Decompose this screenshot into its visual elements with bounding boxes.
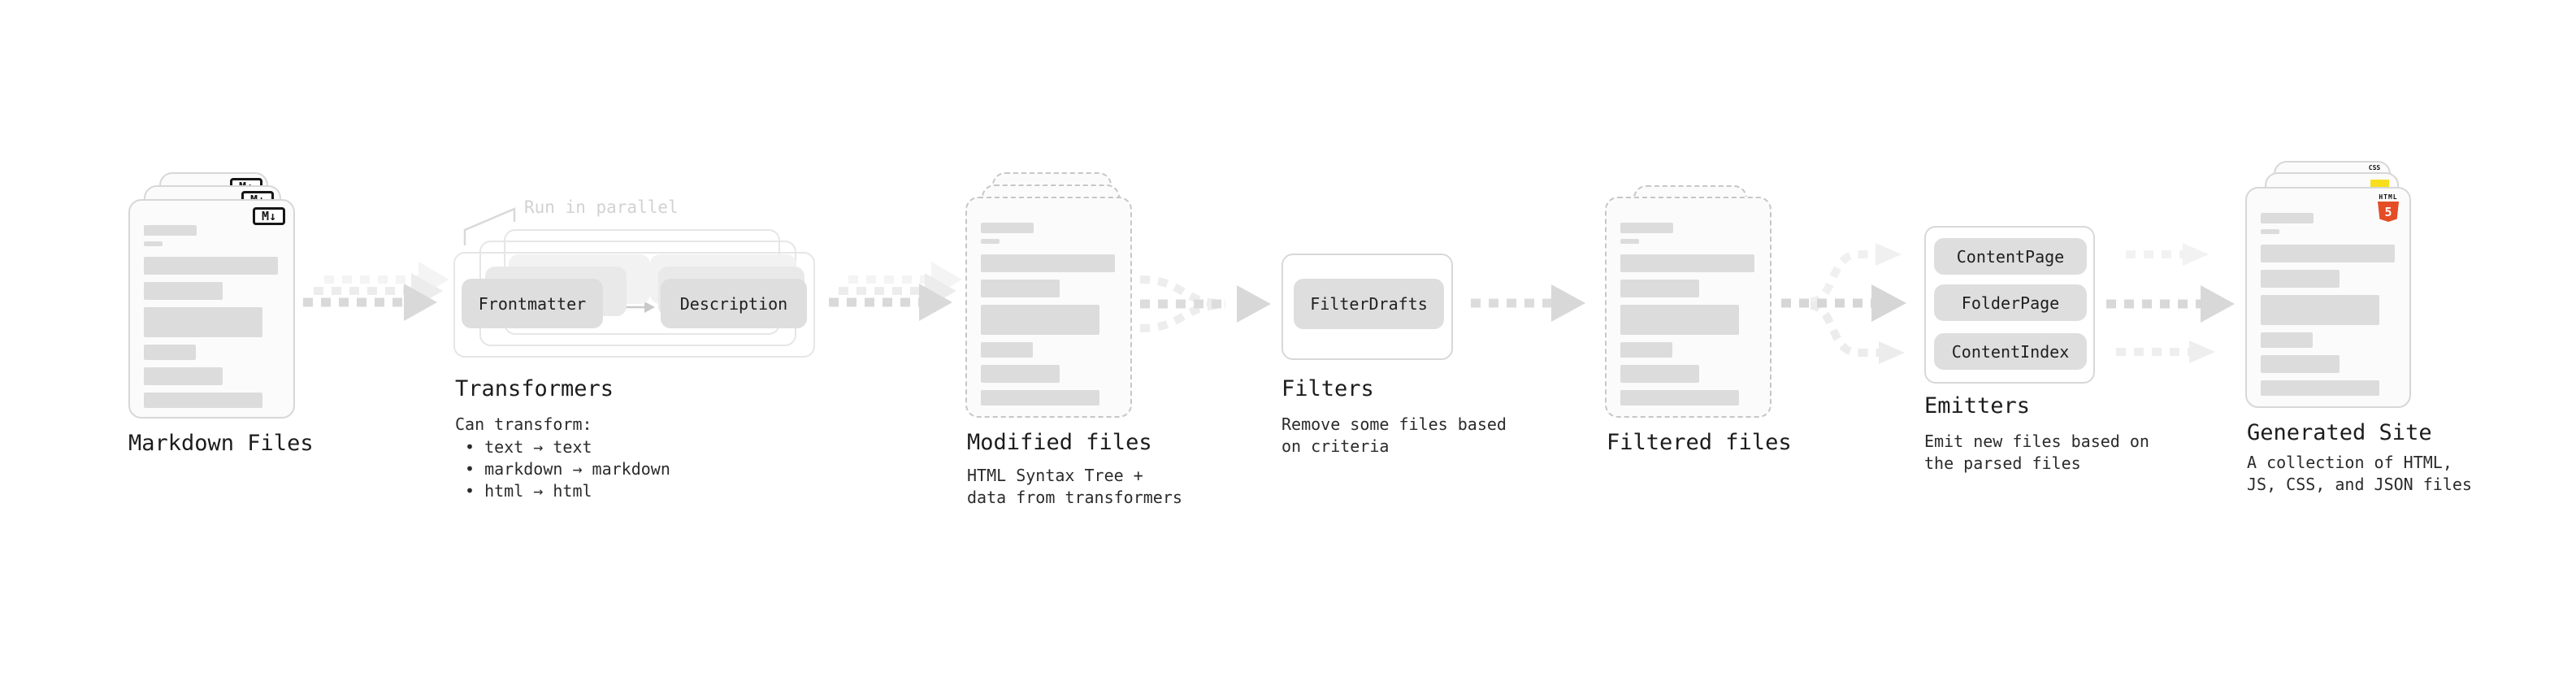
placeholder-text-bar	[144, 257, 278, 275]
placeholder-text-bar	[2261, 332, 2313, 348]
desc-line: HTML Syntax Tree +	[967, 466, 1143, 485]
bullet-item: • markdown → markdown	[465, 459, 670, 479]
placeholder-text-bar	[1620, 223, 1673, 233]
frontmatter-node: Frontmatter	[462, 279, 603, 328]
placeholder-text-bar	[1620, 280, 1699, 297]
generated-site-label: Generated Site	[2247, 420, 2432, 445]
description-node: Description	[661, 279, 807, 328]
css-icon-label: CSS	[2368, 164, 2381, 171]
placeholder-text-bar	[144, 307, 262, 337]
run-in-parallel-annotation: Run in parallel	[524, 197, 679, 217]
placeholder-text-bar	[1620, 342, 1672, 358]
placeholder-text-bar	[981, 239, 1000, 244]
placeholder-text-bar	[2261, 213, 2314, 223]
modified-files-label: Modified files	[967, 430, 1152, 455]
placeholder-text-bar	[144, 367, 223, 385]
contentpage-node: ContentPage	[1934, 238, 2087, 275]
placeholder-text-bar	[1620, 305, 1739, 335]
arrow-filtered-to-emitters-fanout	[1781, 243, 1906, 364]
doc-content-bars	[2261, 213, 2395, 396]
placeholder-text-bar	[981, 342, 1033, 358]
placeholder-text-bar	[144, 393, 262, 408]
emitters-heading: Emitters	[1924, 393, 2031, 419]
placeholder-text-bar	[981, 254, 1115, 272]
filtered-file-card-front	[1605, 197, 1772, 418]
placeholder-text-bar	[1620, 390, 1739, 406]
placeholder-text-bar	[2261, 380, 2379, 396]
bullet-item: • text → text	[465, 437, 592, 457]
transformer-frame-front	[453, 252, 815, 358]
placeholder-text-bar	[2261, 355, 2340, 373]
filters-heading: Filters	[1281, 376, 1374, 401]
filterdrafts-node: FilterDrafts	[1294, 279, 1444, 329]
placeholder-text-bar	[144, 241, 163, 246]
placeholder-text-bar	[981, 390, 1099, 406]
placeholder-text-bar	[144, 282, 223, 300]
placeholder-text-bar	[981, 365, 1060, 383]
arrow-emitters-to-generated	[2106, 243, 2235, 363]
html5-icon-number: 5	[2384, 204, 2392, 219]
placeholder-text-bar	[2261, 245, 2395, 262]
doc-content-bars	[1620, 223, 1754, 406]
desc-line: Emit new files based on	[1924, 432, 2149, 451]
arrow-modified-to-filters-merge	[1139, 275, 1271, 332]
desc-line: JS, CSS, and JSON files	[2247, 475, 2472, 494]
placeholder-text-bar	[1620, 239, 1639, 244]
placeholder-text-bar	[2261, 295, 2379, 325]
arrow-transformers-to-modified	[829, 262, 962, 321]
transformers-bullets: • text → text • markdown → markdown • ht…	[465, 436, 670, 502]
doc-content-bars	[981, 223, 1115, 406]
placeholder-text-bar	[981, 305, 1099, 335]
folderpage-node: FolderPage	[1934, 284, 2087, 321]
desc-line: A collection of HTML,	[2247, 453, 2452, 472]
emitters-desc: Emit new files based on the parsed files	[1924, 431, 2149, 475]
modified-files-desc: HTML Syntax Tree + data from transformer…	[967, 465, 1182, 509]
placeholder-text-bar	[2261, 270, 2340, 288]
generated-site-card-front: HTML 5	[2245, 187, 2411, 408]
transformers-desc-title: Can transform:	[455, 414, 592, 434]
bullet-item: • html → html	[465, 481, 592, 501]
html5-icon-word: HTML	[2379, 193, 2398, 201]
placeholder-text-bar	[144, 345, 196, 360]
modified-file-card-front	[965, 197, 1132, 418]
filtered-files-label: Filtered files	[1607, 430, 1792, 455]
contentindex-node: ContentIndex	[1934, 333, 2087, 370]
placeholder-text-bar	[144, 225, 197, 236]
doc-content-bars	[144, 225, 278, 408]
run-in-parallel-leader	[463, 207, 516, 245]
placeholder-text-bar	[1620, 254, 1754, 272]
desc-line: data from transformers	[967, 488, 1182, 507]
arrow-markdown-to-transformers	[303, 262, 449, 321]
placeholder-text-bar	[981, 280, 1060, 297]
transformers-heading: Transformers	[455, 376, 614, 401]
desc-line: on criteria	[1281, 436, 1390, 456]
desc-line: Remove some files based	[1281, 414, 1507, 434]
markdown-files-label: Markdown Files	[128, 431, 314, 456]
placeholder-text-bar	[2261, 229, 2279, 234]
markdown-icon: M↓	[253, 207, 285, 225]
placeholder-text-bar	[981, 223, 1034, 233]
desc-line: the parsed files	[1924, 453, 2081, 473]
markdown-file-card-front: M↓	[128, 199, 295, 419]
html5-icon-shield: 5	[2378, 202, 2399, 222]
javascript-icon	[2370, 180, 2389, 187]
arrow-filters-to-filtered	[1471, 284, 1585, 322]
html5-icon: HTML 5	[2374, 193, 2403, 222]
filters-desc: Remove some files based on criteria	[1281, 414, 1507, 458]
placeholder-text-bar	[1620, 365, 1699, 383]
generated-site-desc: A collection of HTML, JS, CSS, and JSON …	[2247, 452, 2472, 496]
